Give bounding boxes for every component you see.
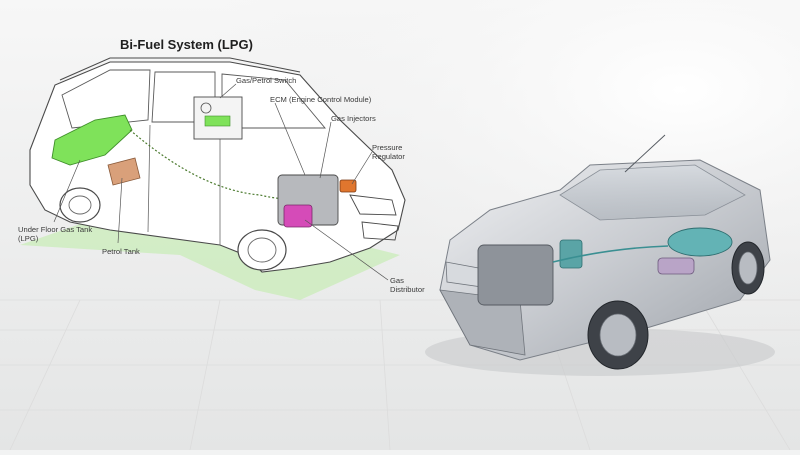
rear-wheel (59, 187, 101, 223)
rear-window (61, 69, 151, 129)
label-ecm: ECM (Engine Control Module) (270, 95, 372, 104)
gas-distributor-shape (283, 204, 313, 228)
label-gas-distributor: Gas Distributor (390, 276, 425, 294)
grille (361, 221, 399, 241)
gas-tank-shape (51, 114, 133, 166)
roof-rail (59, 57, 301, 81)
label-gas-injectors: Gas Injectors (331, 114, 376, 123)
pressure-regulator-shape (339, 179, 357, 193)
hatch-ecm (559, 239, 583, 269)
hatchback-car-render (425, 134, 775, 376)
hatch-antenna (624, 134, 666, 173)
door-lines (147, 124, 221, 245)
diagram-title: Bi-Fuel System (LPG) (120, 37, 253, 52)
label-gas-petrol-switch: Gas/Petrol Switch (236, 76, 297, 85)
headlight (349, 194, 397, 216)
switch-panel (204, 115, 231, 127)
estate-car-diagram (20, 57, 406, 300)
leader-lines (53, 83, 389, 281)
hatch-gas-line (552, 245, 669, 263)
label-pressure-regulator: Pressure Regulator (372, 143, 405, 161)
front-wheel (237, 229, 287, 271)
hatch-petrol-tank (657, 257, 695, 275)
hatch-windshield (559, 164, 746, 221)
label-petrol-tank: Petrol Tank (102, 247, 140, 256)
hatch-gas-tank (667, 227, 733, 257)
petrol-tank-shape (107, 157, 141, 186)
label-under-floor-gas-tank: Under Floor Gas Tank (LPG) (18, 225, 93, 243)
hatch-engine (477, 244, 554, 306)
